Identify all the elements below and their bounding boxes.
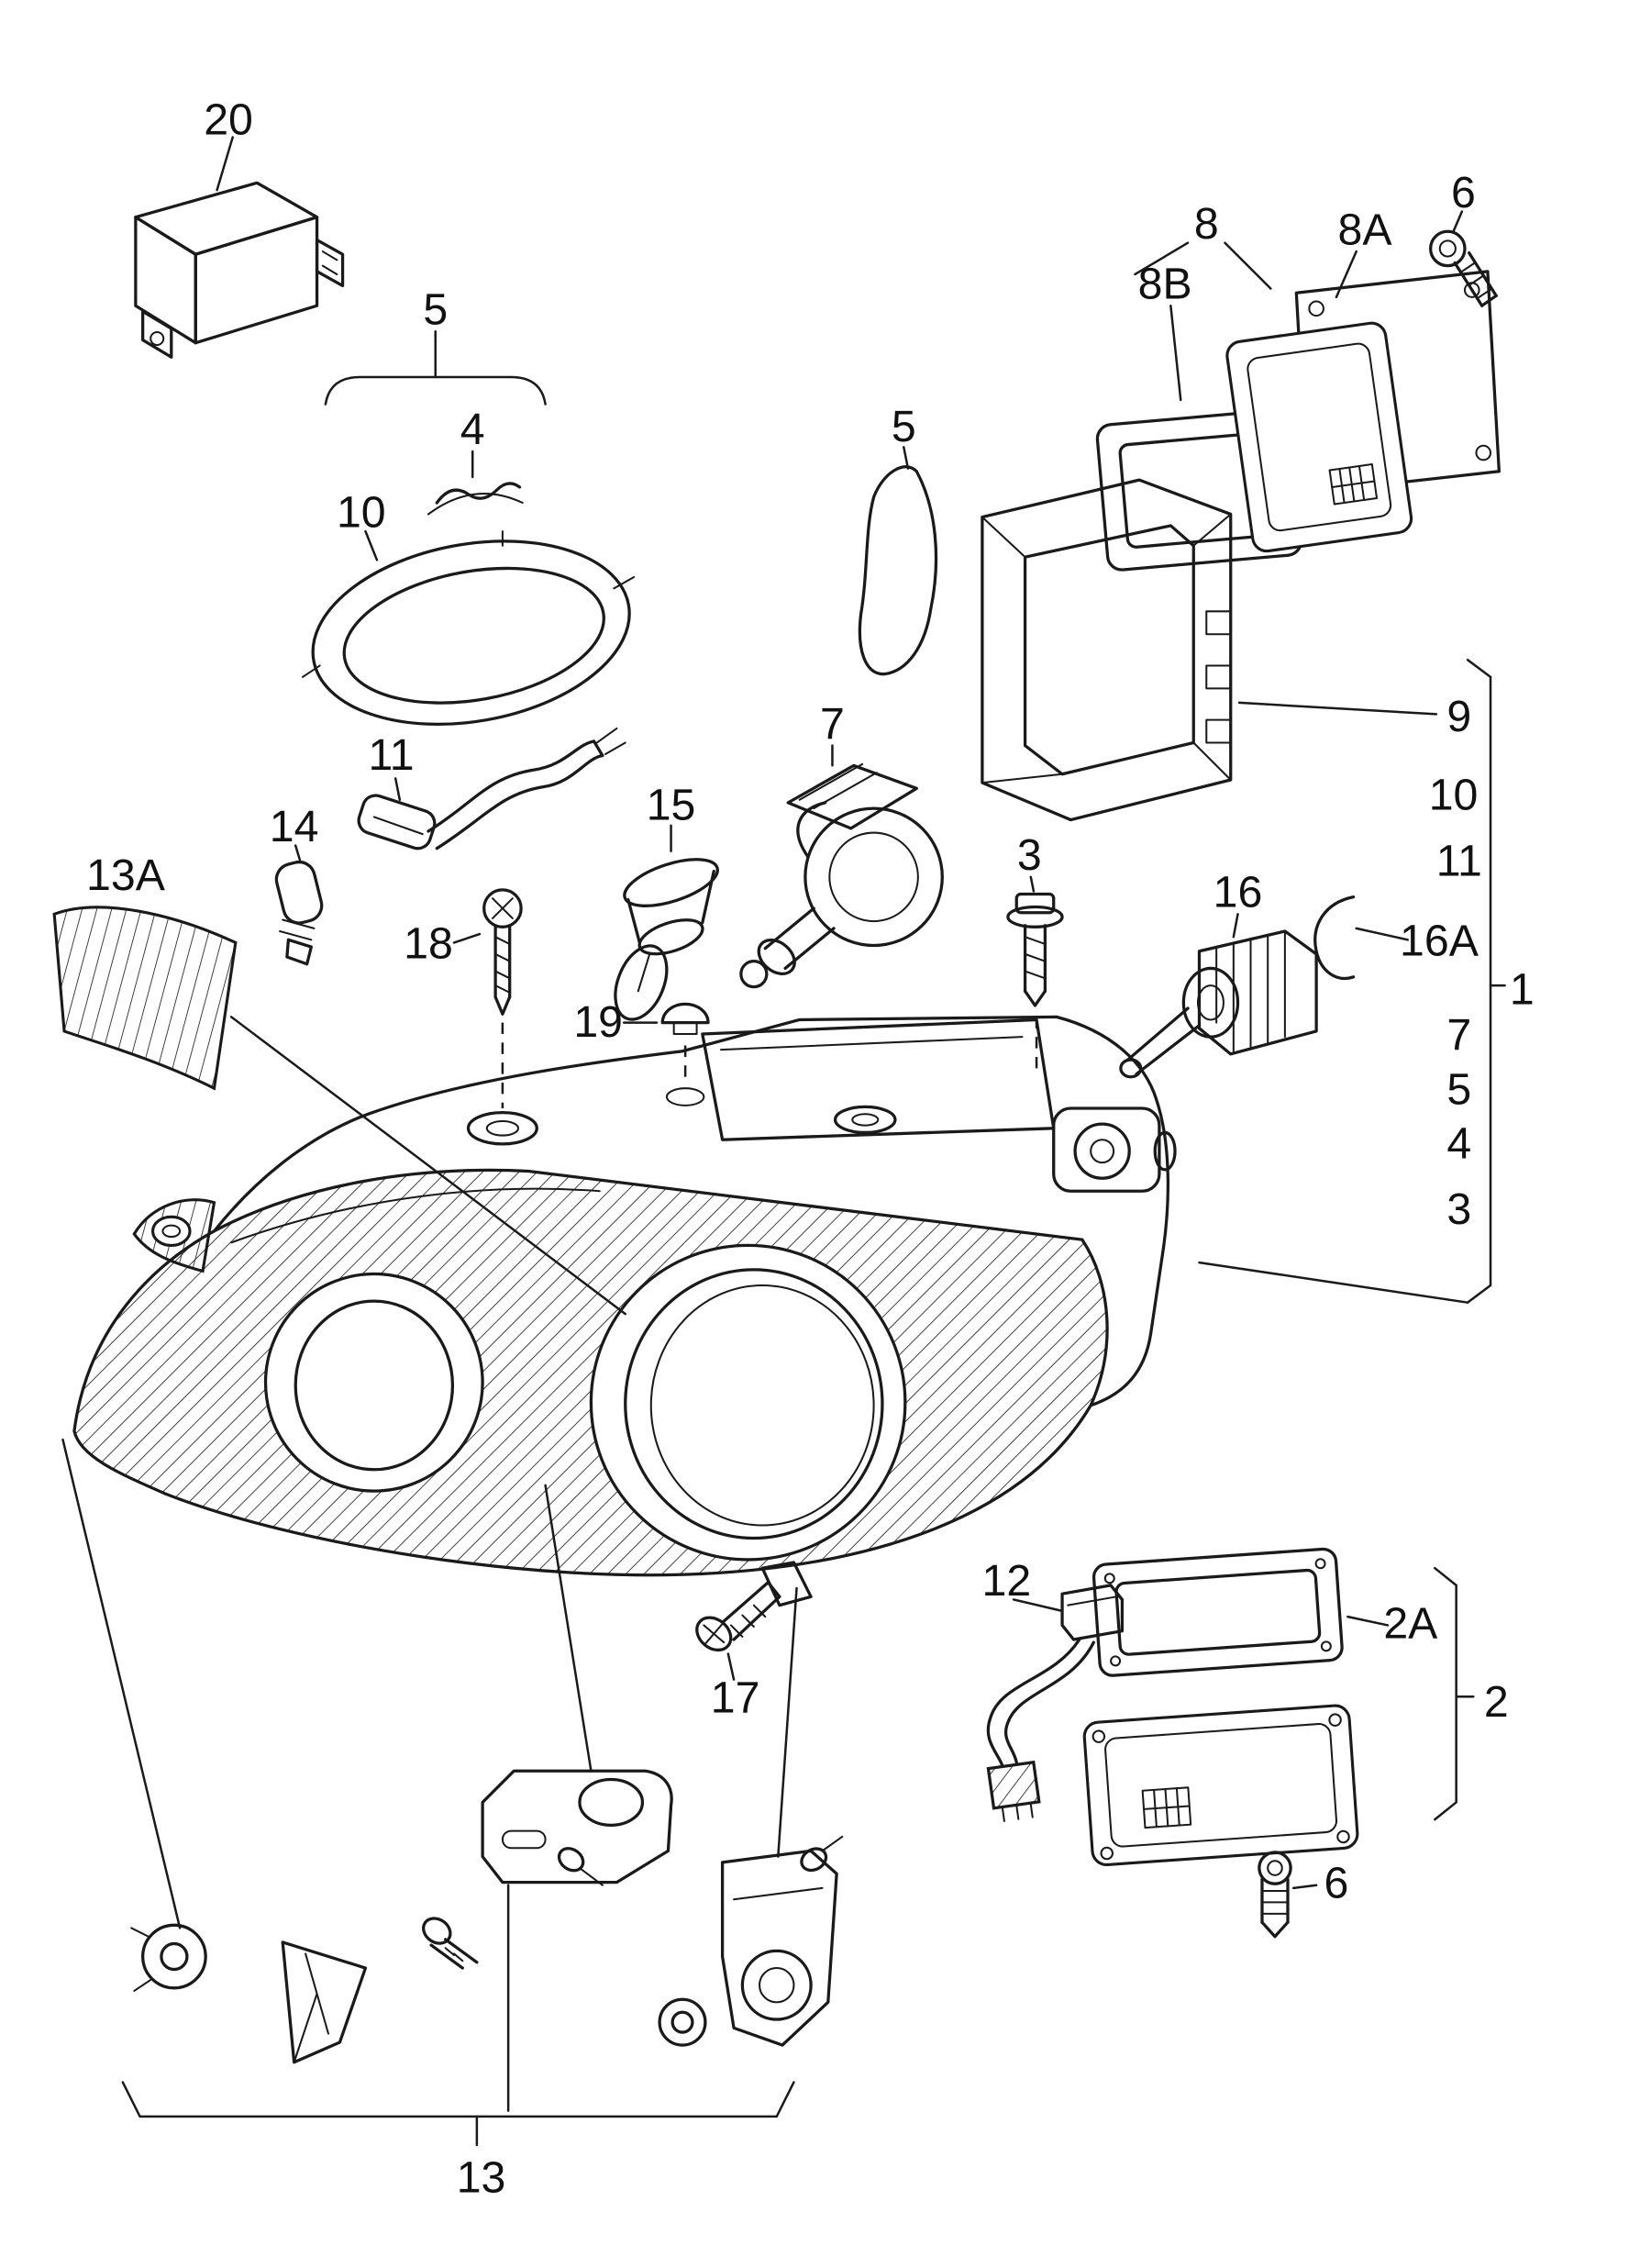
callout-2: 2: [1484, 1677, 1509, 1727]
callout-list-3: 3: [1446, 1184, 1471, 1234]
callout-3-screw: 3: [1017, 830, 1042, 880]
callout-5-seal: 5: [892, 402, 916, 451]
callout-list-4: 4: [1446, 1118, 1471, 1168]
halogen-bulb-part: [614, 824, 719, 1021]
callout-list-11: 11: [1436, 836, 1482, 885]
control-unit-8a: [1225, 321, 1413, 553]
ballast-unit-part: [1082, 1566, 1475, 1939]
callout-13A: 13A: [86, 850, 166, 900]
callout-list-1: 1: [1510, 964, 1535, 1014]
callout-10-seal: 10: [337, 487, 386, 537]
control-unit-group: [1095, 210, 1501, 572]
callout-13: 13: [457, 2152, 506, 2202]
callout-7-motor: 7: [820, 699, 845, 749]
callout-list-9: 9: [1446, 692, 1471, 741]
cable-part: [986, 1584, 1125, 1822]
xenon-bulb-part: [1119, 895, 1409, 1079]
callout-list-16A: 16A: [1400, 916, 1479, 965]
callout-20: 20: [204, 94, 253, 144]
callout-6-top: 6: [1451, 168, 1476, 217]
repair-bracket-kit: [121, 1769, 844, 2147]
callout-4: 4: [460, 405, 485, 454]
screw-17-part: [695, 1581, 781, 1681]
callout-14: 14: [270, 802, 319, 851]
seal-ring-part: [301, 529, 636, 727]
callout-2A: 2A: [1383, 1598, 1438, 1648]
callout-list-5: 5: [1446, 1064, 1471, 1114]
ballast-gasket-part: [1092, 1547, 1390, 1677]
callout-list-7: 7: [1446, 1010, 1471, 1060]
bulb-holder-wire-part: [357, 727, 626, 850]
callout-16: 16: [1213, 868, 1263, 917]
callout-8B: 8B: [1138, 259, 1192, 308]
callout-8A: 8A: [1338, 205, 1393, 254]
callout-5-top: 5: [423, 284, 448, 334]
seal-profile-part: [858, 446, 938, 676]
wedge-bulb-part: [274, 844, 324, 966]
callout-18: 18: [404, 919, 453, 969]
mounting-frame-part: [981, 478, 1438, 822]
callout-8: 8: [1194, 199, 1219, 249]
seal-bracket-and-clip: [324, 329, 547, 516]
range-motor-part: [739, 744, 944, 989]
callout-15: 15: [647, 781, 696, 830]
callout-list-10: 10: [1429, 771, 1479, 820]
screw-18-part: [452, 888, 523, 1108]
reference-list: [1198, 658, 1506, 1304]
relay-module-part: [134, 136, 345, 359]
callout-12: 12: [982, 1556, 1032, 1606]
headlight-housing: [61, 1015, 1177, 1929]
cap-19-part: [622, 1002, 710, 1086]
screw-3-part: [1006, 875, 1064, 1069]
callout-6-bottom: 6: [1324, 1859, 1348, 1908]
callout-17: 17: [711, 1673, 760, 1722]
callout-19: 19: [573, 997, 623, 1047]
callout-11-wire: 11: [368, 730, 414, 780]
